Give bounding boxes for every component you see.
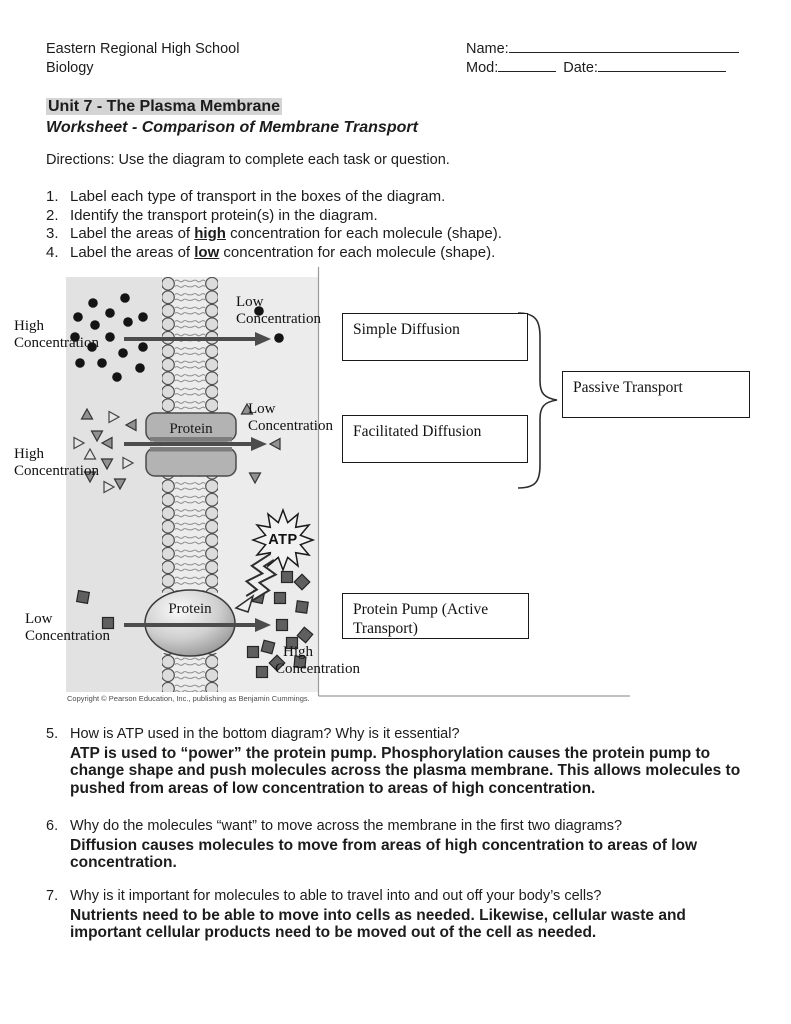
passive-transport-box: Passive Transport bbox=[562, 371, 750, 418]
header-school-block: Eastern Regional High School Biology bbox=[46, 40, 239, 78]
worksheet-title: Worksheet - Comparison of Membrane Trans… bbox=[46, 119, 418, 136]
question-5-answer: ATP is used to “power” the protein pump.… bbox=[70, 744, 741, 797]
transport-arrows bbox=[124, 332, 271, 632]
diagram-graphics bbox=[66, 267, 630, 697]
energy-zigzag-arrow bbox=[234, 553, 278, 613]
task-item-1: 1. Label each type of transport in the b… bbox=[46, 188, 446, 205]
diagram-border-lines bbox=[317, 267, 630, 697]
question-6: 6. Why do the molecules “want” to move a… bbox=[46, 818, 758, 872]
atp-label: ATP bbox=[268, 532, 298, 548]
channel-protein-label: Protein bbox=[169, 421, 213, 437]
task-item-2: 2. Identify the transport protein(s) in … bbox=[46, 206, 378, 224]
protein-pump-box: Protein Pump (Active Transport) bbox=[342, 593, 529, 639]
question-5-text: How is ATP used in the bottom diagram? W… bbox=[70, 726, 460, 742]
mod-label: Mod: bbox=[466, 60, 499, 76]
date-label: Date: bbox=[563, 60, 598, 76]
title-block: Unit 7 - The Plasma Membrane Worksheet -… bbox=[46, 96, 418, 138]
question-5: 5. How is ATP used in the bottom diagram… bbox=[46, 726, 758, 797]
task-item-3: 3. Label the areas of high concentration… bbox=[46, 225, 502, 242]
course-name: Biology bbox=[46, 60, 94, 76]
header-fields-block: Name: Mod: Date: bbox=[466, 40, 756, 78]
question-6-text: Why do the molecules “want” to move acro… bbox=[70, 818, 623, 834]
pump-protein-label: Protein bbox=[168, 601, 212, 617]
facilitated-diffusion-box: Facilitated Diffusion bbox=[342, 415, 528, 463]
question-7: 7. Why is it important for molecules to … bbox=[46, 888, 758, 942]
triangle-molecules bbox=[73, 402, 281, 494]
square-molecules bbox=[75, 570, 314, 679]
directions-text: Directions: Use the diagram to complete … bbox=[46, 152, 450, 168]
name-blank-line bbox=[508, 40, 739, 53]
task-item-4: 4. Label the areas of low concentration … bbox=[46, 243, 496, 261]
question-7-text: Why is it important for molecules to abl… bbox=[70, 888, 602, 904]
mod-blank-line bbox=[498, 59, 557, 72]
copyright-line: Copyright © Pearson Education, Inc., pub… bbox=[67, 694, 310, 703]
name-label: Name: bbox=[466, 41, 509, 57]
atp-burst bbox=[250, 507, 316, 573]
school-name: Eastern Regional High School bbox=[46, 41, 240, 57]
task-list: 1. Label each type of transport in the b… bbox=[46, 188, 502, 262]
unit-title: Unit 7 - The Plasma Membrane bbox=[46, 98, 283, 115]
question-7-answer: Nutrients need to be able to move into c… bbox=[70, 906, 686, 942]
simple-diffusion-box: Simple Diffusion bbox=[342, 313, 528, 361]
question-6-answer: Diffusion causes molecules to move from … bbox=[70, 836, 698, 872]
phospholipid-bilayer bbox=[162, 277, 218, 692]
molecule-dots bbox=[70, 293, 284, 382]
curly-brace bbox=[517, 312, 558, 489]
channel-protein bbox=[145, 412, 237, 477]
date-blank-line bbox=[597, 59, 726, 72]
